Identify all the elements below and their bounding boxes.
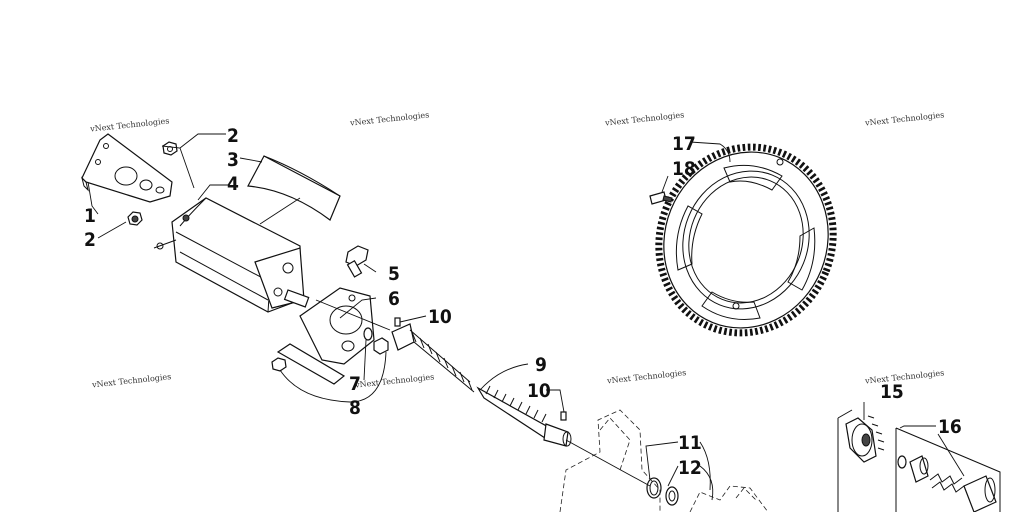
callout-9: 9 bbox=[535, 354, 547, 376]
nut bbox=[162, 141, 178, 156]
callout-1: 1 bbox=[84, 205, 96, 227]
callout-5: 5 bbox=[388, 263, 400, 285]
heat-shield bbox=[247, 155, 341, 221]
bolt bbox=[345, 245, 369, 278]
clip-ring bbox=[897, 455, 907, 469]
end-plate bbox=[276, 287, 375, 385]
starter-drive-gear bbox=[845, 415, 885, 463]
watermark: vNext Technologies bbox=[354, 372, 435, 389]
callout-2: 2 bbox=[84, 229, 96, 251]
watermark: vNext Technologies bbox=[864, 110, 945, 127]
callout-2: 2 bbox=[227, 125, 239, 147]
callout-10: 10 bbox=[527, 380, 551, 402]
pin bbox=[394, 317, 401, 327]
watermark: vNext Technologies bbox=[349, 110, 430, 127]
callout-15: 15 bbox=[880, 381, 904, 403]
nut bbox=[127, 211, 143, 226]
callout-12: 12 bbox=[678, 457, 702, 479]
callouts: 1 2 2 3 4 5 6 7 8 9 10 10 11 12 15 16 17… bbox=[84, 125, 962, 479]
engine-case-outline bbox=[559, 409, 769, 512]
bracket-outline bbox=[837, 409, 1001, 512]
watermark: vNext Technologies bbox=[606, 368, 687, 385]
bushing bbox=[909, 455, 929, 483]
watermark: vNext Technologies bbox=[864, 368, 945, 385]
callout-17: 17 bbox=[672, 133, 696, 155]
callout-7: 7 bbox=[349, 373, 361, 395]
callout-3: 3 bbox=[227, 149, 239, 171]
watermark: vNext Technologies bbox=[91, 372, 172, 389]
washer bbox=[665, 486, 679, 506]
circlip bbox=[646, 477, 662, 499]
spring bbox=[409, 329, 475, 393]
washer bbox=[363, 327, 373, 341]
sleeve bbox=[963, 475, 997, 512]
callout-6: 6 bbox=[388, 288, 400, 310]
callout-4: 4 bbox=[227, 173, 239, 195]
callout-11: 11 bbox=[678, 432, 702, 454]
watermark: vNext Technologies bbox=[89, 116, 170, 133]
leader-lines bbox=[87, 133, 965, 501]
spring bbox=[929, 473, 965, 493]
ring-gear bbox=[655, 143, 837, 337]
screw bbox=[649, 191, 673, 205]
callout-8: 8 bbox=[349, 397, 361, 419]
nut bbox=[271, 357, 287, 372]
drive-shaft bbox=[391, 323, 572, 447]
pin bbox=[560, 411, 567, 421]
watermark: vNext Technologies bbox=[604, 110, 685, 127]
starter-motor bbox=[153, 197, 310, 313]
callout-16: 16 bbox=[938, 416, 962, 438]
callout-18: 18 bbox=[672, 158, 696, 180]
mounting-bracket bbox=[81, 133, 173, 203]
callout-10: 10 bbox=[428, 306, 452, 328]
bushing bbox=[373, 337, 389, 355]
